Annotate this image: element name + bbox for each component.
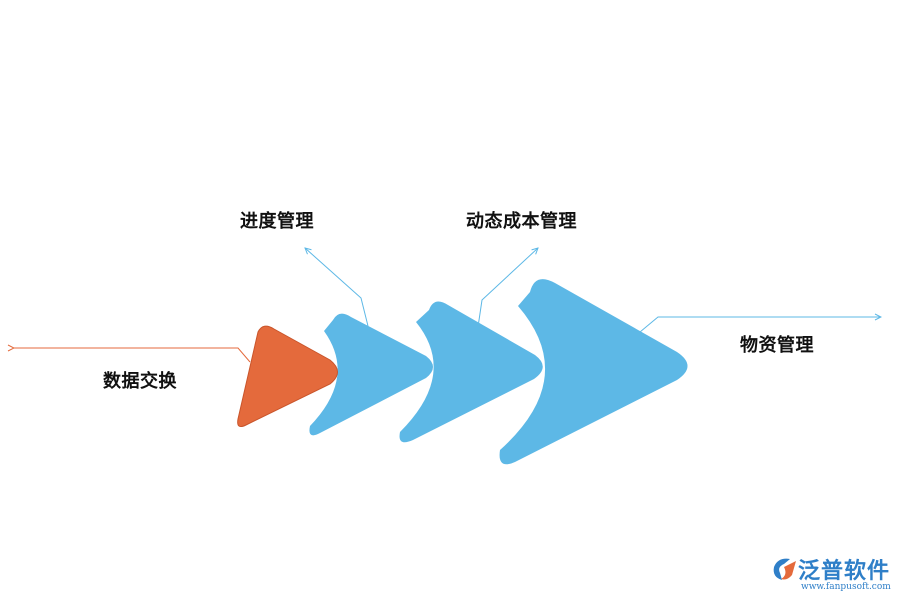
logo-name: 泛普软件 <box>798 559 891 584</box>
label-progress: 进度管理 <box>240 211 314 232</box>
chevron-material <box>499 279 688 465</box>
logo-icon <box>773 558 796 580</box>
label-exchange: 数据交换 <box>103 371 177 392</box>
connector-material <box>639 317 881 333</box>
triangle-exchange <box>237 325 338 427</box>
connector-progress <box>305 248 369 327</box>
chevron-progress <box>309 313 433 436</box>
label-material: 物资管理 <box>740 335 814 356</box>
connector-cost <box>477 248 538 328</box>
logo-url: www.fanpusoft.com <box>801 582 891 592</box>
chevron-cost <box>399 301 543 443</box>
brand-logo: 泛普软件 www.fanpusoft.com <box>768 552 892 596</box>
label-cost: 动态成本管理 <box>466 211 577 232</box>
connector-exchange <box>14 348 251 363</box>
